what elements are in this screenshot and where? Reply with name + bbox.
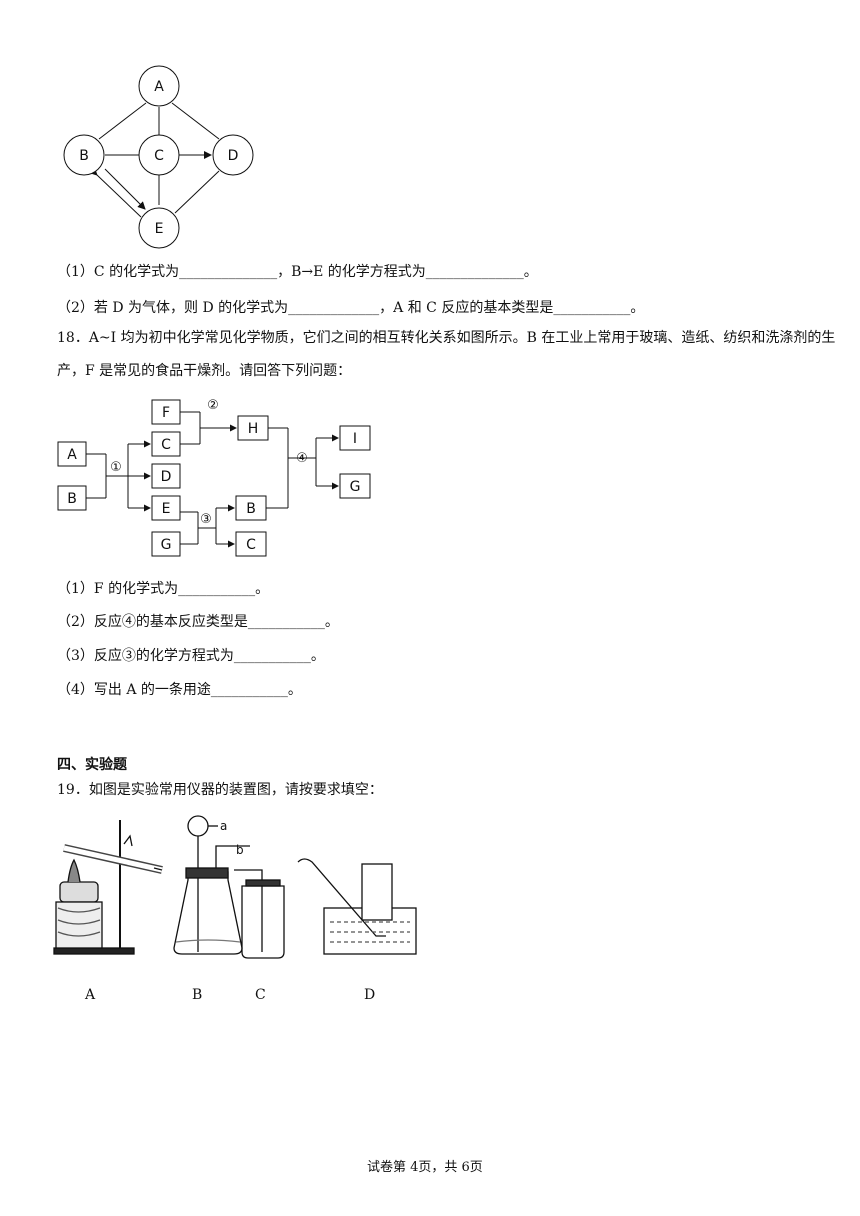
box-g-input — [151, 531, 181, 557]
node-d-label: D — [228, 148, 239, 164]
reaction-mark-2: ② — [207, 398, 219, 413]
page-footer: 试卷第 4页，共 6页 — [367, 1160, 483, 1175]
node-e-circle — [138, 207, 180, 249]
q17-part1: （1）C 的化学式为______________，B→E 的化学方程式为____… — [57, 264, 538, 280]
box-b-input-label: B — [67, 491, 77, 507]
box-a-label: A — [67, 447, 77, 463]
box-d — [151, 463, 181, 489]
box-h — [237, 415, 269, 441]
apparatus-c — [234, 869, 285, 959]
apparatus-b — [173, 815, 250, 955]
box-g-output-label: G — [350, 479, 361, 495]
q18-stem: 18．A~I 均为初中化学常见化学物质，它们之间的相互转化关系如图所示。B 在工… — [57, 330, 836, 379]
node-a-label: A — [154, 79, 164, 95]
box-b-output-label: B — [246, 501, 256, 517]
caption-b: B — [192, 987, 203, 1003]
q19-stem: 19．如图是实验常用仪器的装置图，请按要求填空： — [57, 782, 383, 798]
apparatus-figure: a b — [53, 815, 417, 959]
apparatus-a — [53, 820, 163, 955]
box-e — [151, 495, 181, 521]
box-i-label: I — [353, 431, 357, 447]
reaction-mark-4: ④ — [296, 451, 308, 466]
node-c-label: C — [154, 148, 164, 164]
edge-d-e — [174, 170, 220, 214]
box-c-output — [235, 531, 267, 557]
caption-c: C — [255, 987, 266, 1003]
relation-diagram-1: A B C D E — [63, 65, 254, 249]
caption-a: A — [85, 987, 96, 1003]
label-b: b — [236, 843, 244, 857]
reaction-mark-3: ③ — [200, 512, 212, 527]
label-a: a — [220, 819, 227, 833]
q17-part2: （2）若 D 为气体，则 D 的化学式为_____________，A 和 C … — [57, 300, 645, 316]
node-c-circle — [138, 134, 180, 176]
box-h-label: H — [248, 421, 259, 437]
box-e-label: E — [162, 501, 171, 517]
flow-diagram-q18: A B F C D E G H B C I G ① ② ③ ④ — [57, 398, 371, 557]
edge-b-e-arrow — [104, 168, 146, 210]
box-b-input — [57, 485, 87, 511]
edge-a-d — [171, 102, 220, 140]
q18-part2: （2）反应④的基本反应类型是___________。 — [57, 614, 339, 630]
box-f-label: F — [162, 405, 170, 421]
box-c-top — [151, 431, 181, 457]
section-title: 四、实验题 — [57, 757, 127, 773]
q18-part1: （1）F 的化学式为___________。 — [57, 581, 270, 597]
box-f — [151, 399, 181, 425]
box-a — [57, 441, 87, 467]
edge-a-b — [98, 102, 147, 140]
box-c-output-label: C — [246, 537, 256, 553]
box-c-top-label: C — [161, 437, 171, 453]
reaction-mark-1: ① — [110, 460, 122, 475]
edge-e-b-arrow — [89, 167, 142, 218]
box-g-input-label: G — [161, 537, 172, 553]
box-g-output — [339, 473, 371, 499]
apparatus-d — [297, 858, 417, 955]
node-a-circle — [138, 65, 180, 107]
box-d-label: D — [161, 469, 172, 485]
node-d-circle — [212, 134, 254, 176]
node-b-circle — [63, 134, 105, 176]
caption-d: D — [364, 987, 376, 1003]
node-e-label: E — [155, 221, 164, 237]
q18-part4: （4）写出 A 的一条用途___________。 — [57, 682, 302, 698]
node-b-label: B — [79, 148, 89, 164]
box-b-output — [235, 495, 267, 521]
q18-part3: （3）反应③的化学方程式为___________。 — [57, 648, 325, 664]
box-i — [339, 425, 371, 451]
